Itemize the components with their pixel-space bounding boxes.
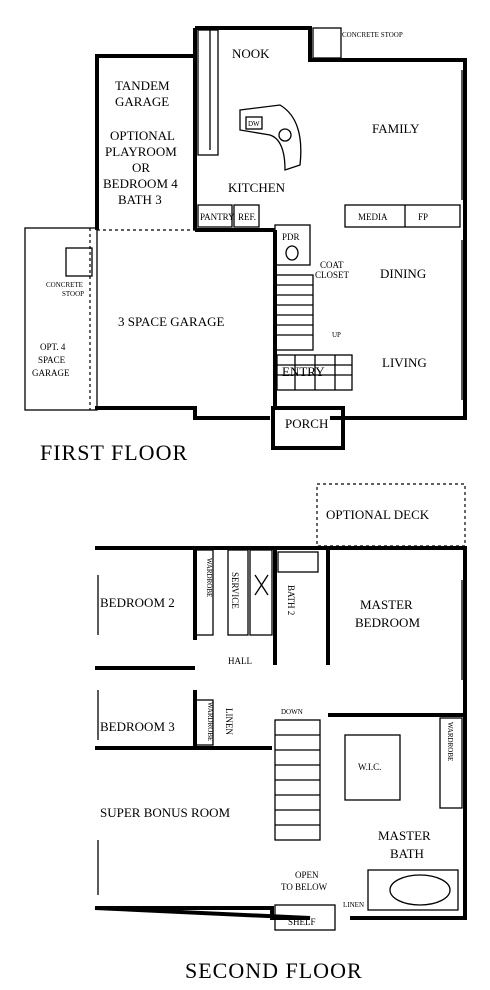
shelf-label: SHELF bbox=[288, 917, 316, 927]
dw-label: DW bbox=[248, 120, 260, 128]
space-label: SPACE bbox=[38, 355, 66, 365]
second-floor-title: SECOND FLOOR bbox=[185, 958, 363, 983]
wardrobe-bedroom3-label: WARDROBE bbox=[206, 702, 214, 741]
closet-label: CLOSET bbox=[315, 270, 350, 280]
dining-label: DINING bbox=[380, 266, 426, 281]
entry-label: ENTRY bbox=[282, 364, 325, 379]
tandem-label: TANDEM bbox=[115, 78, 170, 93]
wardrobe-bedroom2-label: WARDROBE bbox=[205, 558, 213, 597]
to-below-label: TO BELOW bbox=[281, 882, 328, 892]
concrete-left-label: CONCRETE bbox=[46, 281, 83, 289]
playroom-label: PLAYROOM bbox=[105, 144, 177, 159]
pdr-label: PDR bbox=[282, 232, 300, 242]
down-label: DOWN bbox=[281, 708, 303, 716]
second-floor-labels: OPTIONAL DECK BEDROOM 2 WARDROBE SERVICE… bbox=[100, 507, 454, 983]
hall-label: HALL bbox=[228, 656, 252, 666]
up-label: UP bbox=[332, 331, 341, 339]
bedroom4-label: BEDROOM 4 bbox=[103, 176, 178, 191]
optional-deck-label: OPTIONAL DECK bbox=[326, 507, 430, 522]
bedroom3-label: BEDROOM 3 bbox=[100, 719, 175, 734]
super-bonus-room-label: SUPER BONUS ROOM bbox=[100, 805, 230, 820]
opt4-label: OPT. 4 bbox=[40, 342, 66, 352]
pantry-label: PANTRY bbox=[200, 212, 235, 222]
linen-small-label: LINEN bbox=[343, 901, 364, 909]
porch-label: PORCH bbox=[285, 416, 328, 431]
wic-label: W.I.C. bbox=[358, 762, 381, 772]
linen-label: LINEN bbox=[224, 708, 234, 735]
garage4-label: GARAGE bbox=[32, 368, 70, 378]
nook-label: NOOK bbox=[232, 46, 270, 61]
coat-label: COAT bbox=[320, 260, 344, 270]
open-label: OPEN bbox=[295, 870, 319, 880]
garage-label: GARAGE bbox=[115, 94, 169, 109]
first-floor-plan bbox=[24, 26, 467, 450]
ref-label: REF. bbox=[238, 212, 256, 222]
bath3-label: BATH 3 bbox=[118, 192, 162, 207]
or-label: OR bbox=[132, 160, 150, 175]
living-label: LIVING bbox=[382, 355, 427, 370]
second-floor-plan bbox=[94, 483, 467, 931]
wardrobe-master-label: WARDROBE bbox=[446, 722, 454, 761]
master-label: MASTER bbox=[360, 597, 413, 612]
concrete-stoop-top-label: CONCRETE STOOP bbox=[342, 31, 403, 39]
media-label: MEDIA bbox=[358, 212, 388, 222]
first-floor-labels: NOOK CONCRETE STOOP TANDEM GARAGE OPTION… bbox=[32, 31, 428, 465]
master-bath-label-2: BATH bbox=[390, 846, 424, 861]
master-bath-label-1: MASTER bbox=[378, 828, 431, 843]
fp-label: FP bbox=[418, 212, 428, 222]
three-space-garage-label: 3 SPACE GARAGE bbox=[118, 314, 224, 329]
bath2-label: BATH 2 bbox=[286, 585, 296, 615]
bedroom-label: BEDROOM bbox=[355, 615, 420, 630]
first-floor-title: FIRST FLOOR bbox=[40, 440, 188, 465]
optional-label: OPTIONAL bbox=[110, 128, 175, 143]
bedroom2-label: BEDROOM 2 bbox=[100, 595, 175, 610]
service-label: SERVICE bbox=[230, 572, 240, 609]
family-label: FAMILY bbox=[372, 121, 420, 136]
kitchen-label: KITCHEN bbox=[228, 180, 286, 195]
stoop-left-label: STOOP bbox=[62, 290, 84, 298]
